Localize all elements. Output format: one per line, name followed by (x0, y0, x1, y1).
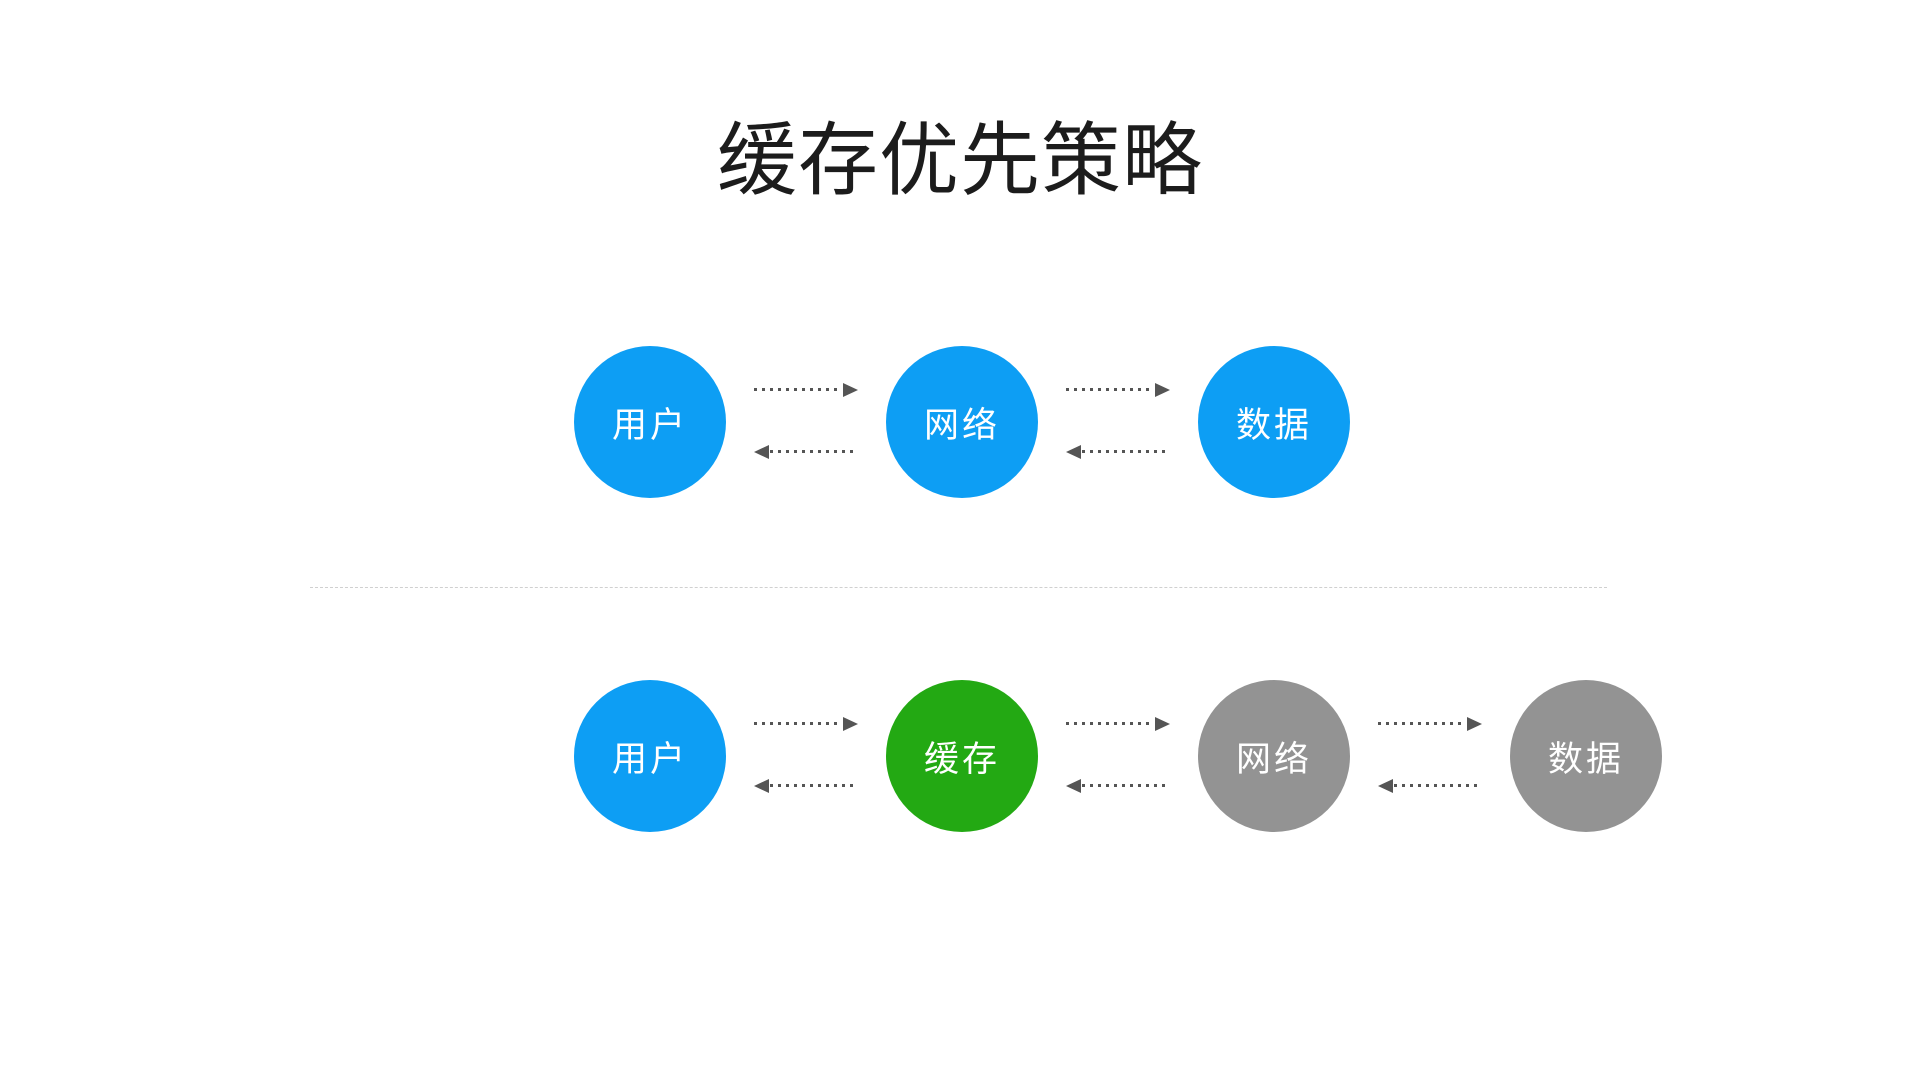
arrowhead-right-icon (843, 717, 858, 731)
dotted-line (1394, 784, 1482, 787)
arrow-network-to-data (1066, 383, 1170, 397)
arrow-network-to-cache (1066, 779, 1170, 793)
node-user: 用户 (574, 680, 726, 832)
arrowhead-right-icon (843, 383, 858, 397)
arrowhead-right-icon (1155, 717, 1170, 731)
dotted-line (770, 450, 858, 453)
arrowhead-left-icon (1066, 779, 1081, 793)
arrowhead-left-icon (754, 445, 769, 459)
arrowhead-left-icon (1066, 445, 1081, 459)
arrowhead-right-icon (1467, 717, 1482, 731)
dotted-line (1378, 722, 1466, 725)
dotted-line (1082, 784, 1170, 787)
arrow-network-to-data (1378, 717, 1482, 731)
arrowhead-left-icon (754, 779, 769, 793)
section-divider (310, 587, 1607, 588)
diagram-title: 缓存优先策略 (717, 116, 1203, 205)
arrowhead-left-icon (1378, 779, 1393, 793)
dotted-line (770, 784, 858, 787)
dotted-line (754, 388, 842, 391)
arrow-user-to-cache (754, 717, 858, 731)
node-user: 用户 (574, 346, 726, 498)
arrow-data-to-network (1066, 445, 1170, 459)
arrow-cache-to-network (1066, 717, 1170, 731)
arrowhead-right-icon (1155, 383, 1170, 397)
arrow-user-to-network (754, 383, 858, 397)
dotted-line (1066, 388, 1154, 391)
node-data: 数据 (1510, 680, 1662, 832)
node-data: 数据 (1198, 346, 1350, 498)
node-network: 网络 (1198, 680, 1350, 832)
arrow-cache-to-user (754, 779, 858, 793)
dotted-line (1082, 450, 1170, 453)
dotted-line (1066, 722, 1154, 725)
node-network: 网络 (886, 346, 1038, 498)
arrow-network-to-user (754, 445, 858, 459)
node-cache: 缓存 (886, 680, 1038, 832)
dotted-line (754, 722, 842, 725)
arrow-data-to-network (1378, 779, 1482, 793)
